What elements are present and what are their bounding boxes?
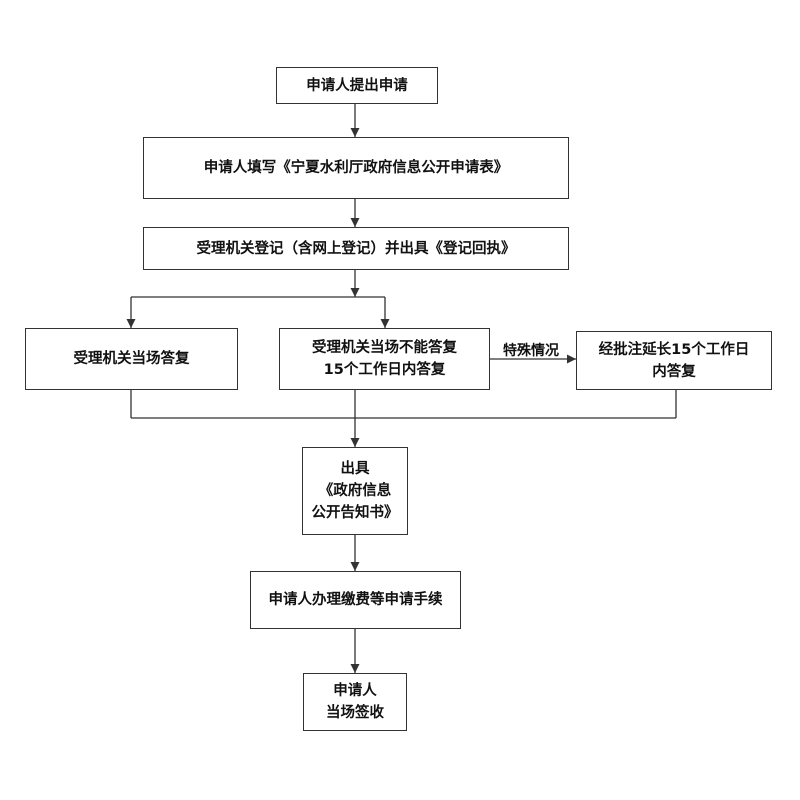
edge-label-special: 特殊情况 — [503, 343, 559, 359]
node-reply-on-site-label: 受理机关当场答复 — [73, 351, 190, 367]
node-notice-line1: 出具 — [340, 461, 370, 477]
node-notice: 出具 《政府信息 公开告知书》 — [302, 447, 408, 535]
node-cannot-reply-line2: 15个工作日内答复 — [323, 362, 446, 378]
node-start-label: 申请人提出申请 — [306, 77, 408, 94]
node-fill-form-label: 申请人填写《宁夏水利厅政府信息公开申请表》 — [203, 160, 509, 176]
node-notice-line3: 公开告知书》 — [311, 505, 399, 521]
node-cannot-reply-line1: 受理机关当场不能答复 — [312, 340, 457, 356]
node-sign: 申请人 当场签收 — [303, 673, 407, 731]
node-cannot-reply: 受理机关当场不能答复 15个工作日内答复 — [279, 328, 490, 390]
node-sign-line2: 当场签收 — [326, 705, 384, 721]
node-reply-on-site: 受理机关当场答复 — [25, 328, 238, 390]
node-fill-form: 申请人填写《宁夏水利厅政府信息公开申请表》 — [143, 137, 569, 199]
node-fees-label: 申请人办理缴费等申请手续 — [268, 592, 443, 608]
node-fees: 申请人办理缴费等申请手续 — [250, 571, 461, 629]
node-sign-line1: 申请人 — [333, 683, 377, 699]
node-extend: 经批注延长15个工作日 内答复 — [576, 331, 772, 390]
node-notice-line2: 《政府信息 — [318, 483, 392, 499]
node-register-label: 受理机关登记（含网上登记）并出具《登记回执》 — [196, 240, 516, 257]
node-start: 申请人提出申请 — [276, 67, 438, 104]
node-extend-line2: 内答复 — [652, 363, 696, 380]
node-register: 受理机关登记（含网上登记）并出具《登记回执》 — [143, 227, 569, 270]
node-extend-line1: 经批注延长15个工作日 — [598, 341, 750, 358]
